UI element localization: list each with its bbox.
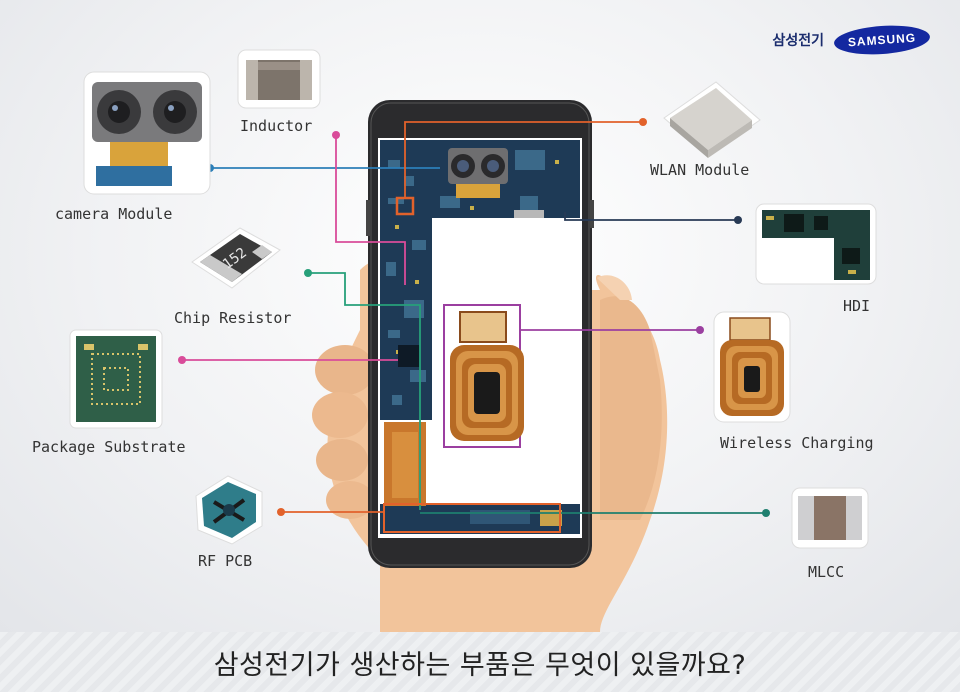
label-chip-resistor: Chip Resistor xyxy=(174,309,292,327)
samsung-logo-text: SAMSUNG xyxy=(847,30,917,50)
camera-module-image xyxy=(83,71,211,195)
samsung-logo: SAMSUNG xyxy=(833,22,931,58)
diagram-canvas: 152 xyxy=(69,49,877,632)
footer-question: 삼성전기가 생산하는 부품은 무엇이 있을까요? xyxy=(213,649,747,681)
connector-lines xyxy=(178,118,770,533)
board-wireless-coil xyxy=(443,304,524,448)
label-wireless-charging: Wireless Charging xyxy=(720,434,874,452)
chip-resistor-image: 152 xyxy=(191,227,281,289)
board-camera xyxy=(448,148,508,198)
label-wlan-module: WLAN Module xyxy=(650,161,750,179)
smartphone xyxy=(366,100,594,568)
wireless-charging-image xyxy=(713,311,791,423)
label-mlcc: MLCC xyxy=(808,563,845,581)
package-substrate-image xyxy=(69,329,163,429)
rf-pcb-image xyxy=(195,475,263,545)
label-inductor: Inductor xyxy=(240,117,313,135)
wlan-module-image xyxy=(663,81,761,158)
brand-header: 삼성전기 SAMSUNG xyxy=(772,22,931,58)
label-package-substrate: Package Substrate xyxy=(32,438,186,456)
brand-korean-name: 삼성전기 xyxy=(772,33,824,49)
label-rf-pcb: RF PCB xyxy=(198,552,253,570)
hdi-image xyxy=(755,203,877,285)
label-hdi: HDI xyxy=(843,297,871,315)
mlcc-image xyxy=(791,487,869,549)
label-camera-module: camera Module xyxy=(55,205,173,223)
footer-banner: 삼성전기가 생산하는 부품은 무엇이 있을까요? xyxy=(0,632,960,692)
inductor-image xyxy=(237,49,321,109)
